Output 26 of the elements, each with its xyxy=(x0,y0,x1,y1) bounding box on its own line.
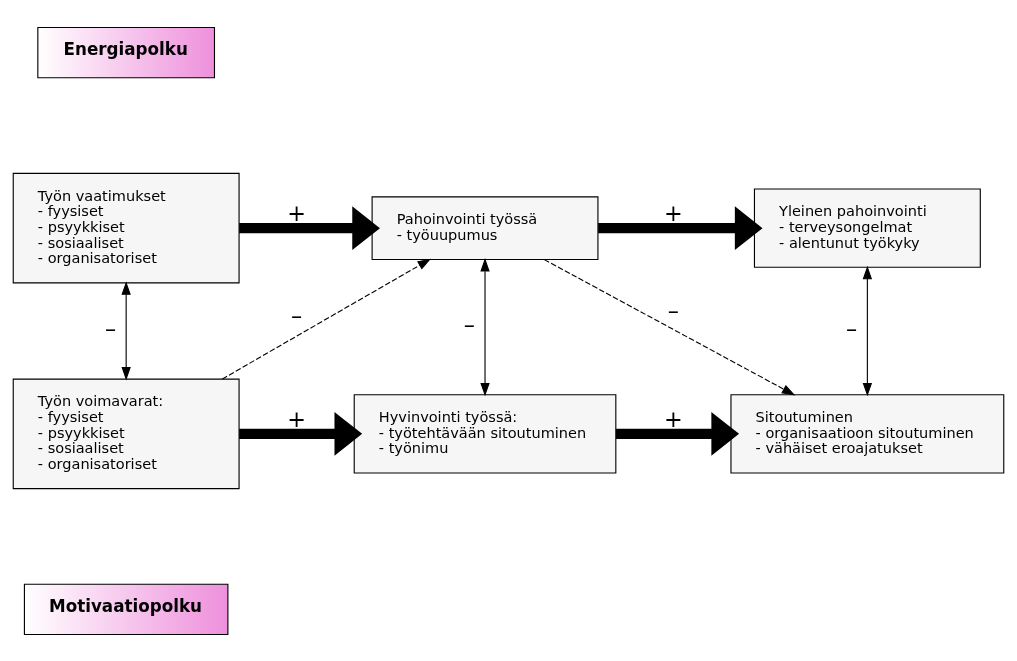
edge-label: – xyxy=(846,315,858,342)
edge-label: – xyxy=(463,311,475,338)
arrow xyxy=(615,411,740,456)
node-box: Yleinen pahoinvointi - terveysongelmat - alentunut työkyky xyxy=(753,187,981,268)
node-box: Työn vaatimukset - fyysiset - psyykkiset - sosiaaliset - organisatoriset xyxy=(12,172,240,283)
arrow xyxy=(480,257,490,396)
arrow xyxy=(239,411,363,456)
node-box: Motivaatiopolku xyxy=(23,583,229,635)
arrow xyxy=(598,205,763,250)
edge-label: – xyxy=(291,302,303,329)
edge-label: + xyxy=(664,199,683,226)
node-box: Työn voimavarat: - fyysiset - psyykkiset - sosiaaliset - organisatoriset xyxy=(12,378,240,489)
edge-label: – xyxy=(667,297,679,324)
arrow xyxy=(239,205,380,250)
edge-label: + xyxy=(664,405,683,432)
arrow xyxy=(543,258,796,395)
edge-label: + xyxy=(287,199,307,226)
node-box: Hyvinvointi työssä: - työtehtävään sitoutuminen - työnimu xyxy=(353,393,617,474)
arrow xyxy=(121,280,131,380)
node-box: Sitoutuminen - organisaatioon sitoutuminen - vähäiset eroajatukset xyxy=(730,393,1005,474)
arrow xyxy=(862,265,873,396)
arrow xyxy=(221,258,431,380)
node-box: Pahoinvointi työssä - työuupumus xyxy=(371,195,599,260)
edge-label: – xyxy=(104,315,117,342)
node-box: Energiapolku xyxy=(37,26,216,78)
edge-label: + xyxy=(287,405,307,432)
